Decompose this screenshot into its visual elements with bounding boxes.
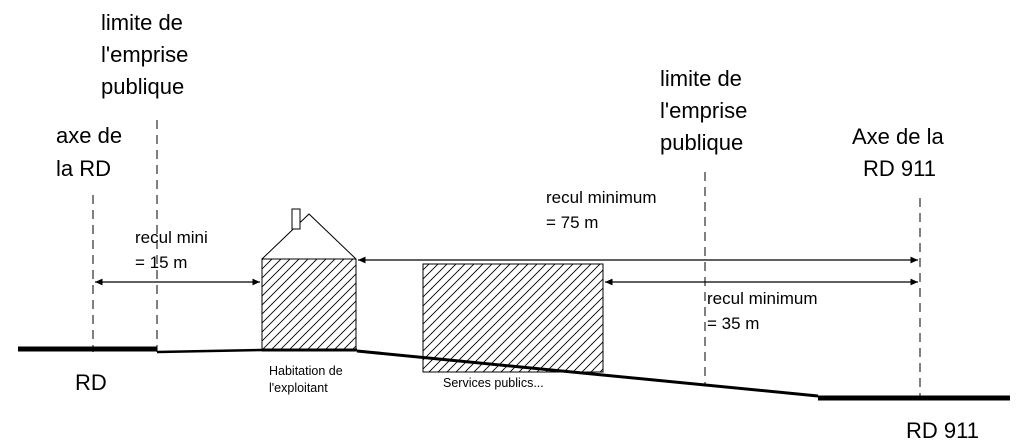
rd-road-label: RD: [75, 370, 107, 395]
chimney: [291, 208, 301, 230]
habitation-label: Habitation de l'exploitant: [269, 364, 346, 395]
axe-rd-label: axe de la RD: [56, 123, 128, 181]
limite-emprise-left-label: limite de l'emprise publique: [101, 10, 194, 99]
axe-rd911-label: Axe de la RD 911: [852, 124, 950, 181]
recul-minimum-35-label: recul minimum = 35 m: [707, 289, 822, 333]
limite-emprise-right-label: limite de l'emprise publique: [660, 66, 753, 155]
habitation-building: [261, 208, 357, 352]
services-publics-label: Services publics...: [443, 376, 544, 390]
recul-minimum-75-label: recul minimum = 75 m: [546, 188, 661, 232]
recul-mini-15-label: recul mini = 15 m: [135, 228, 212, 272]
services-publics-building: [422, 263, 604, 373]
rd911-road-label: RD 911: [906, 418, 979, 443]
